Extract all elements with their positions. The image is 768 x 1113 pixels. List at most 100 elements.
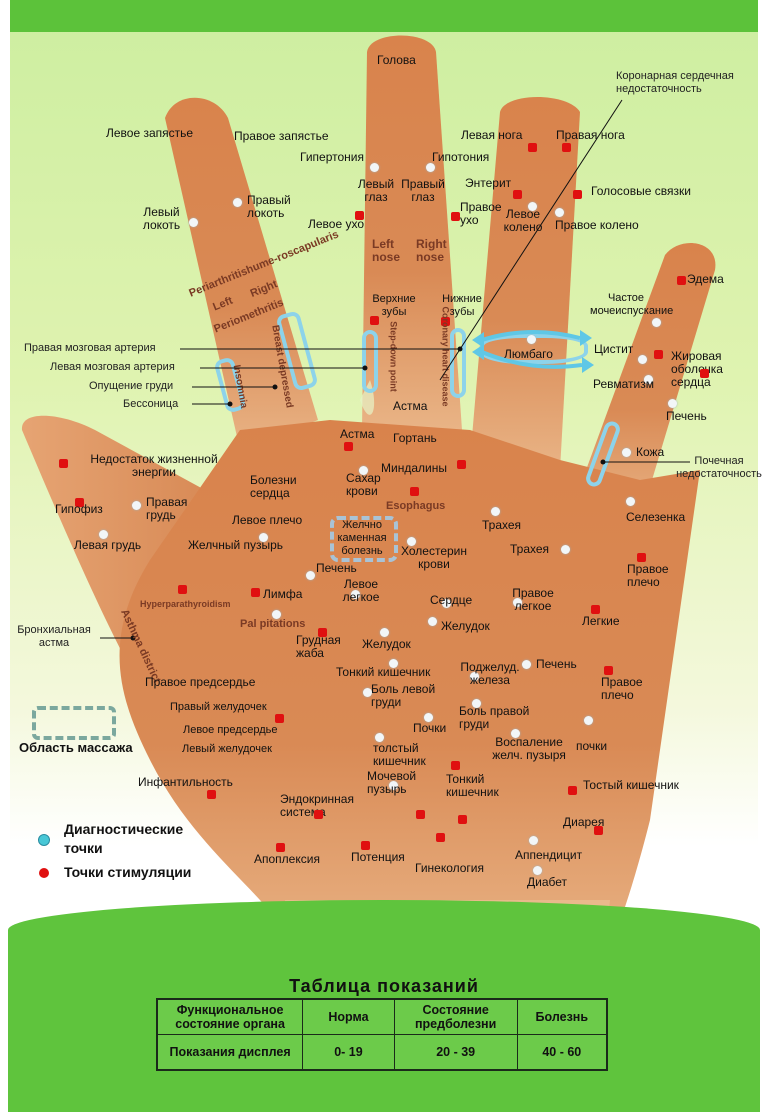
stimulation-point xyxy=(318,628,327,637)
diagnostic-point xyxy=(527,335,536,344)
label-lower-teeth: Нижние зубы xyxy=(442,293,482,318)
label-gallbladder-inflammation: Воспаление желч. пузыря xyxy=(492,735,566,762)
label-right-breast-pain: Боль правой груди xyxy=(459,704,530,731)
diagnostic-point xyxy=(424,713,433,722)
label-lungs: Легкие xyxy=(582,614,620,628)
stimulation-point xyxy=(251,588,260,597)
label-vocal-cords: Голосовые связки xyxy=(591,184,691,198)
gallstone-area xyxy=(330,516,398,562)
label-right-ear: Правое ухо xyxy=(460,200,502,227)
stimulation-point xyxy=(591,605,600,614)
label-right-eye: Правый глаз xyxy=(401,177,445,204)
diagnostic-point xyxy=(363,688,372,697)
stimulation-point xyxy=(441,317,450,326)
label-edema: Эдема xyxy=(687,272,724,286)
diagnostic-point xyxy=(533,866,542,875)
diagnostic-point xyxy=(306,571,315,580)
stimulation-point xyxy=(458,815,467,824)
table-cell: 20 - 39 xyxy=(393,1034,518,1071)
callout-bronchial-asthma: Бронхиальная астма xyxy=(17,624,91,649)
label-kidneys-1: Почки xyxy=(413,721,447,735)
label-hyperparathyroidism: Hyperparathyroidism xyxy=(140,599,231,609)
diagnostic-point xyxy=(511,729,520,738)
stimulation-point xyxy=(410,487,419,496)
label-small-intestine-1: Тонкий кишечник xyxy=(336,665,431,679)
label-trachea-1: Трахея xyxy=(482,518,522,532)
diagnostic-point xyxy=(233,198,242,207)
label-right-lung: Правое легкое xyxy=(512,586,554,613)
label-potency: Потенция xyxy=(351,850,405,864)
label-gallbladder: Желчный пузырь xyxy=(188,538,284,552)
label-asthma: Астма xyxy=(340,427,375,441)
label-trachea-2: Трахея xyxy=(510,542,550,556)
label-right-knee: Правое колено xyxy=(555,218,639,232)
diagnostic-point xyxy=(428,617,437,626)
label-enteritis: Энтерит xyxy=(465,176,512,190)
diagnostic-point-legend-icon xyxy=(38,834,50,846)
label-right-ventricle: Правый желудочек xyxy=(170,701,267,713)
diagnostic-point xyxy=(528,202,537,211)
diagnostic-point xyxy=(359,466,368,475)
label-infantilism: Инфантильность xyxy=(138,775,233,789)
diagnostic-point xyxy=(584,716,593,725)
table-row: Показания дисплея 0- 19 20 - 39 40 - 60 xyxy=(156,1034,608,1071)
label-left-knee: Левое колено xyxy=(503,207,543,234)
table-title: Таблица показаний xyxy=(289,976,479,996)
diagnostic-point xyxy=(644,375,653,384)
diagnostic-point xyxy=(426,163,435,172)
label-heart-disease: Болезни сердца xyxy=(250,473,297,500)
stimulation-point xyxy=(457,460,466,469)
label-larynx: Гортань xyxy=(393,431,437,445)
massage-area-swatch xyxy=(32,706,116,740)
stimulation-point xyxy=(573,190,582,199)
label-lumbago: Люмбаго xyxy=(504,347,553,361)
label-left-elbow: Левый локоть xyxy=(142,205,181,232)
diagnostic-point xyxy=(626,497,635,506)
label-frequent-urination: Частое мочеиспускание xyxy=(590,292,674,317)
diagnostic-point xyxy=(652,318,661,327)
label-bladder: Мочевой пузырь xyxy=(367,769,417,796)
label-left-shoulder: Левое плечо xyxy=(232,513,303,527)
diagnostic-point xyxy=(375,733,384,742)
label-skin: Кожа xyxy=(636,445,665,459)
diagnostic-point xyxy=(272,610,281,619)
label-gallstone-disease: Желчно каменная болезнь xyxy=(337,519,387,557)
stimulation-point xyxy=(370,316,379,325)
label-diarrhea: Диарея xyxy=(563,815,605,829)
table-header-cell: Болезнь xyxy=(516,998,608,1035)
stimulation-point xyxy=(528,143,537,152)
diagnostic-point xyxy=(351,590,360,599)
table-header-cell: Норма xyxy=(302,998,395,1035)
diagnostic-point xyxy=(561,545,570,554)
diagnostic-point xyxy=(189,218,198,227)
stimulation-point xyxy=(451,212,460,221)
stimulation-point xyxy=(314,810,323,819)
label-left-ventricle: Левый желудочек xyxy=(182,743,272,755)
stimulation-point xyxy=(355,211,364,220)
label-liver-finger: Печень xyxy=(666,409,707,423)
label-right-breast: Правая грудь xyxy=(146,495,188,522)
readings-table: Функциональное состояние органа Норма Со… xyxy=(156,998,608,1071)
stimulation-point xyxy=(451,761,460,770)
stimulation-point xyxy=(677,276,686,285)
label-liver-palm: Печень xyxy=(536,657,577,671)
diagnostic-point xyxy=(389,659,398,668)
label-right-elbow: Правый локоть xyxy=(247,193,291,220)
top-green-band xyxy=(10,0,758,32)
label-left-wrist: Левое запястье xyxy=(106,126,194,140)
label-spleen: Селезенка xyxy=(626,510,686,524)
stimulation-point xyxy=(178,585,187,594)
label-right-atrium: Правое предсердье xyxy=(145,675,256,689)
label-asthma-finger: Астма xyxy=(393,399,428,413)
label-left-lung: Левое легкое xyxy=(342,577,380,604)
stimulation-point xyxy=(75,498,84,507)
label-apoplexy: Апоплексия xyxy=(254,852,320,866)
diagnostic-point xyxy=(259,533,268,542)
diagnostic-point xyxy=(638,355,647,364)
label-kidneys-2: почки xyxy=(576,739,608,753)
stimulation-point xyxy=(59,459,68,468)
legend-diagnostic-line2: точки xyxy=(64,840,103,856)
coronary-band xyxy=(450,328,466,398)
